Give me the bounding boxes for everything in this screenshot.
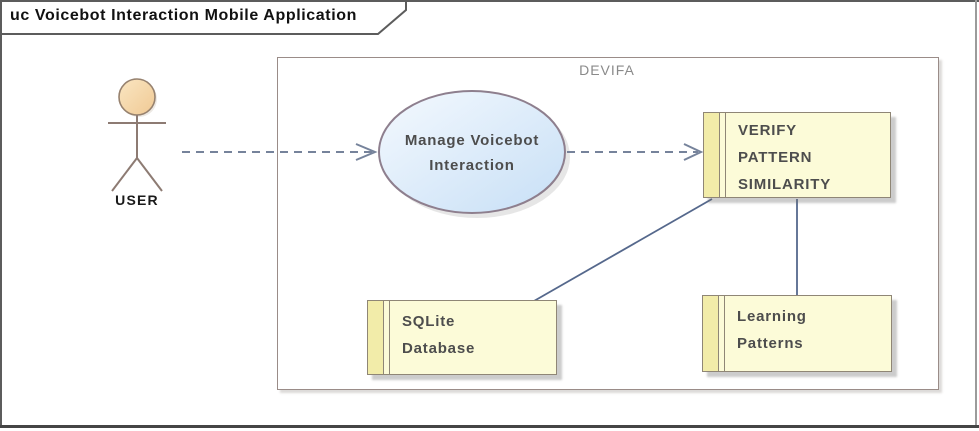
use-case-label-line2: Interaction — [429, 157, 515, 174]
node-strip-gap — [719, 296, 725, 371]
use-case-ellipse[interactable] — [378, 90, 570, 218]
node-label-line: Learning — [737, 308, 807, 325]
node-sqlite-database[interactable]: SQLite Database — [367, 300, 557, 375]
frame-border-top — [0, 0, 979, 2]
boundary-label: DEVIFA — [579, 62, 635, 78]
node-label-line: SQLite — [402, 313, 456, 330]
node-left-strip — [704, 113, 720, 197]
node-verify-pattern-similarity[interactable]: VERIFY PATTERN SIMILARITY — [703, 112, 891, 198]
actor-leg-right — [136, 157, 163, 192]
frame-border-bottom — [0, 425, 979, 428]
diagram-title: uc Voicebot Interaction Mobile Applicati… — [10, 7, 357, 24]
connector-usecase-to-verify[interactable] — [567, 143, 704, 161]
node-label-line: Database — [402, 340, 476, 357]
frame-border-right — [975, 0, 977, 427]
connector-user-to-usecase[interactable] — [182, 143, 378, 161]
node-label-line: VERIFY — [738, 122, 797, 139]
node-label: Learning Patterns — [725, 296, 891, 371]
use-case-label-line1: Manage Voicebot — [404, 132, 540, 149]
node-strip-gap — [384, 301, 390, 374]
actor-leg-left — [111, 157, 138, 192]
node-left-strip — [368, 301, 384, 374]
node-label-line: Patterns — [737, 335, 804, 352]
actor-label: USER — [115, 192, 159, 208]
node-label: SQLite Database — [390, 301, 556, 374]
frame-border-left — [0, 0, 2, 428]
node-strip-gap — [720, 113, 726, 197]
arrowhead-icon — [355, 143, 378, 161]
use-case-label: Manage Voicebot Interaction — [379, 128, 565, 178]
actor-head[interactable] — [118, 78, 156, 116]
node-left-strip — [703, 296, 719, 371]
arrowhead-icon — [683, 143, 704, 161]
connector-verify-to-sqlite[interactable] — [533, 198, 713, 302]
node-label: VERIFY PATTERN SIMILARITY — [726, 113, 890, 197]
node-learning-patterns[interactable]: Learning Patterns — [702, 295, 892, 372]
node-label-line: PATTERN — [738, 149, 813, 166]
node-label-line: SIMILARITY — [738, 176, 831, 193]
actor-icon[interactable] — [108, 78, 166, 192]
frame-title-tab — [0, 0, 407, 35]
